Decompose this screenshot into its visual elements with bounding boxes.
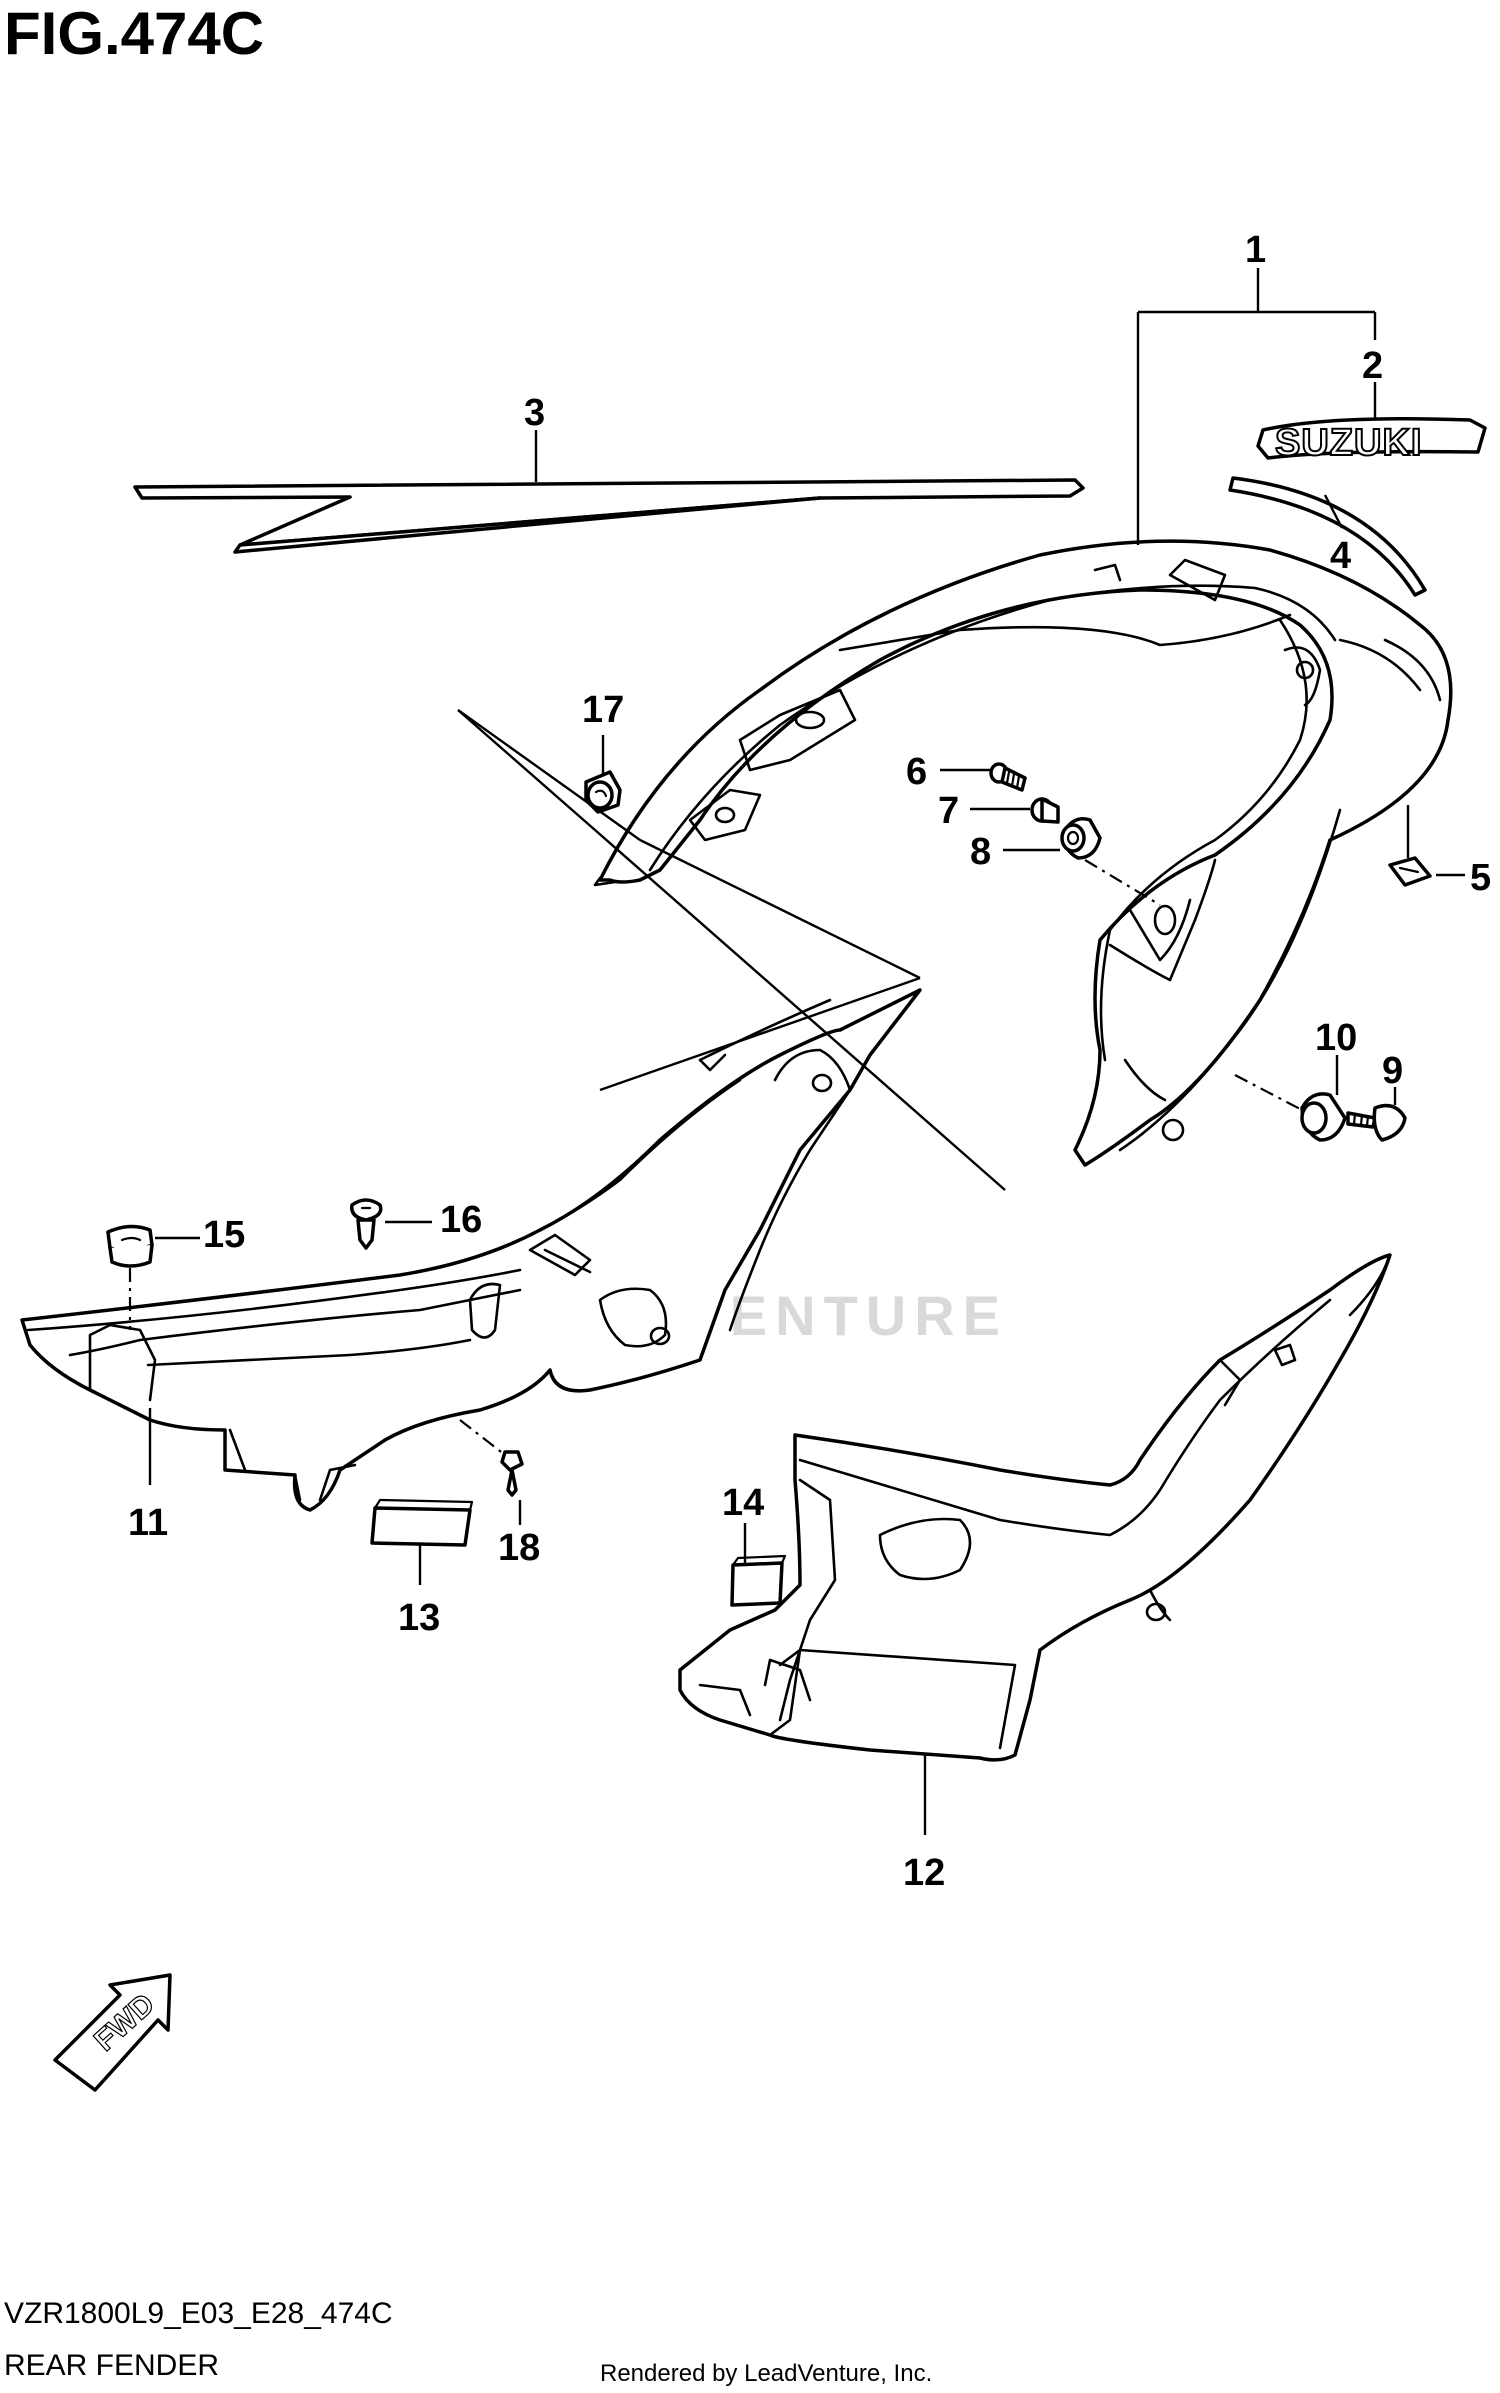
- callout-11[interactable]: 11: [128, 1502, 168, 1544]
- callout-15[interactable]: 15: [203, 1214, 245, 1256]
- part-3-stripe-decal[interactable]: [133, 478, 1085, 554]
- part-2-suzuki-emblem[interactable]: SUZUKI: [1256, 417, 1487, 465]
- part-18-screw[interactable]: [500, 1450, 524, 1497]
- model-code: VZR1800L9_E03_E28_474C: [4, 2297, 393, 2330]
- callout-8[interactable]: 8: [970, 831, 991, 873]
- fwd-direction-arrow-icon: FWD: [53, 1973, 172, 2092]
- part-8-cushion[interactable]: [1060, 817, 1102, 860]
- emblem-text: SUZUKI: [1275, 422, 1422, 464]
- part-12-frame-cover[interactable]: [678, 1253, 1392, 1762]
- part-16-push-rivet[interactable]: [350, 1198, 383, 1250]
- part-1-rear-fender[interactable]: [593, 539, 1453, 1167]
- part-9-screw[interactable]: [1346, 1103, 1407, 1142]
- callout-labels: 1 2 3 4 5 6 7 8 9 10 11 12 13 14 15 16 1…: [128, 229, 1491, 1894]
- callout-17[interactable]: 17: [582, 689, 624, 731]
- part-14-cushion[interactable]: [730, 1554, 787, 1607]
- callout-5[interactable]: 5: [1470, 857, 1491, 899]
- callout-18[interactable]: 18: [498, 1527, 540, 1569]
- callout-1[interactable]: 1: [1245, 229, 1266, 271]
- part-7-collar[interactable]: [1030, 797, 1060, 824]
- callout-10[interactable]: 10: [1315, 1017, 1357, 1059]
- callout-3[interactable]: 3: [524, 392, 545, 434]
- callout-4[interactable]: 4: [1330, 535, 1351, 577]
- part-10-cushion[interactable]: [1300, 1092, 1347, 1142]
- callout-14[interactable]: 14: [722, 1482, 764, 1524]
- section-name: REAR FENDER: [4, 2349, 219, 2382]
- part-4-trim-strip[interactable]: [1228, 476, 1427, 597]
- leader-lines: [128, 268, 1465, 1835]
- callout-6[interactable]: 6: [906, 751, 927, 793]
- part-15-grommet[interactable]: [106, 1224, 154, 1268]
- part-17-grommet[interactable]: [584, 770, 622, 814]
- callout-2[interactable]: 2: [1362, 345, 1383, 387]
- part-13-cushion-pad[interactable]: [370, 1498, 474, 1547]
- figure-title: FIG.474C: [4, 0, 264, 67]
- callout-7[interactable]: 7: [938, 790, 959, 832]
- callout-12[interactable]: 12: [903, 1852, 945, 1894]
- part-11-inner-rear-fender[interactable]: [20, 988, 922, 1512]
- callout-9[interactable]: 9: [1382, 1050, 1403, 1092]
- part-5-clip-nut[interactable]: [1388, 856, 1432, 887]
- callout-16[interactable]: 16: [440, 1199, 482, 1241]
- part-6-bolt[interactable]: [989, 762, 1027, 792]
- render-credit: Rendered by LeadVenture, Inc.: [600, 2360, 932, 2387]
- callout-13[interactable]: 13: [398, 1597, 440, 1639]
